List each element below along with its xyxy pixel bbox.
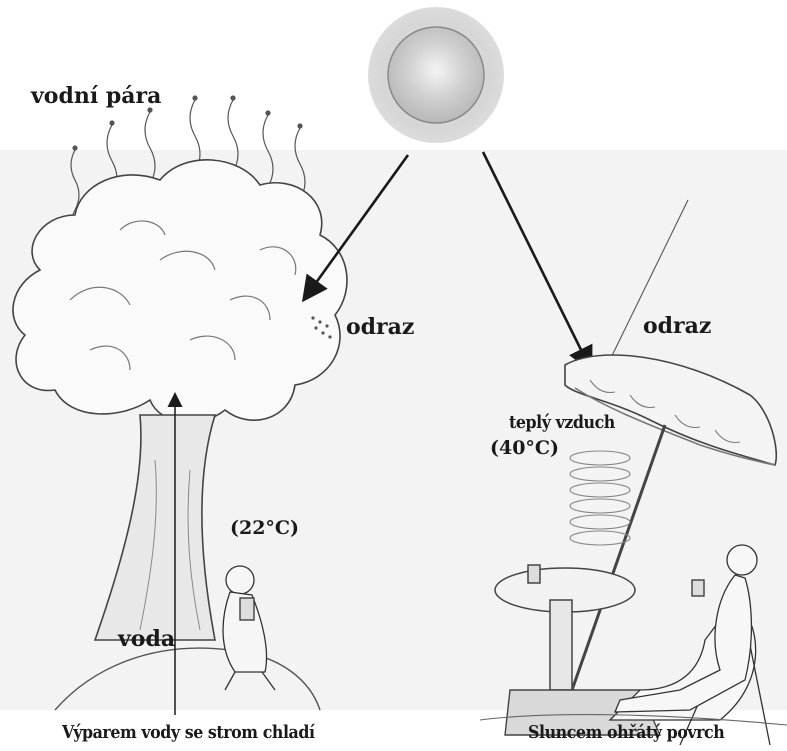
warm-temp-label: (40°C) <box>490 437 559 459</box>
vapor-label: vodní pára <box>31 83 161 109</box>
umbrella-reflection-label: odraz <box>643 313 711 339</box>
sun <box>368 7 504 143</box>
warm-air-label: teplý vzduch <box>509 412 615 433</box>
tree-reflection-label: odraz <box>346 314 414 340</box>
water-label: voda <box>118 626 175 652</box>
tree-caption: Výparem vody se strom chladí <box>62 722 315 743</box>
surface-caption: Sluncem ohřátý povrch <box>528 722 724 743</box>
shade-temp-label: (22°C) <box>230 517 299 539</box>
